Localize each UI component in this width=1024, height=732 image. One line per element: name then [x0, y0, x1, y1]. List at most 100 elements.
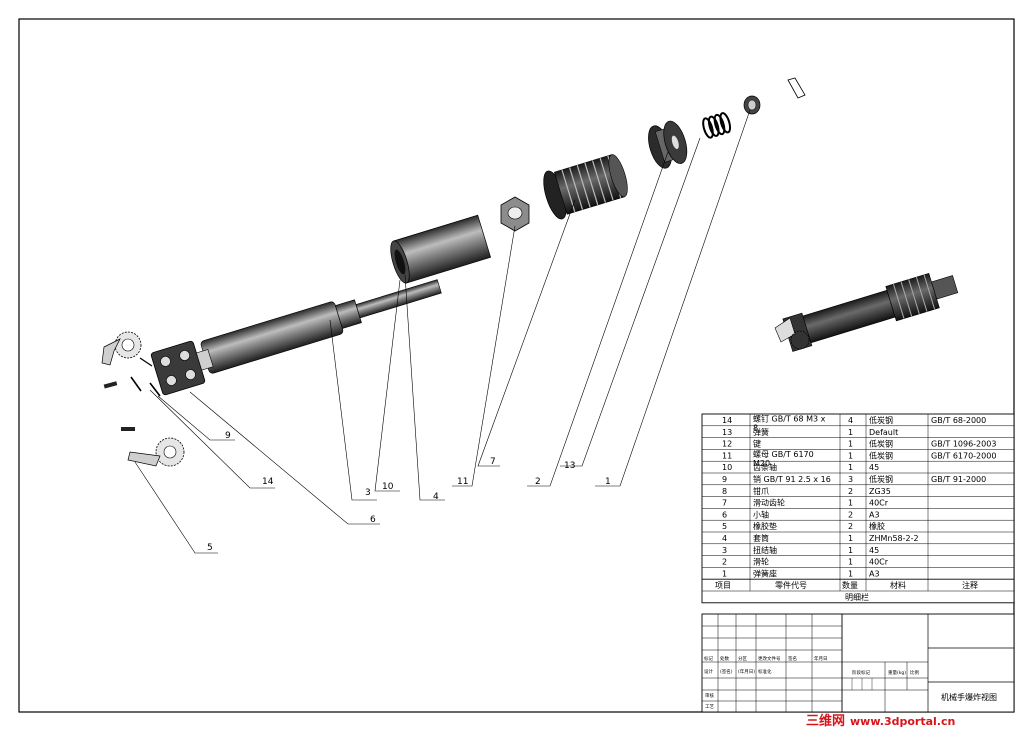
watermark: 三维网 www.3dportal.cn: [806, 713, 955, 729]
bom-cell-note: GB/T 6170-2000: [931, 451, 996, 460]
bom-cell-qty: 1: [848, 569, 853, 578]
part-spring-seat: [743, 95, 761, 115]
bom-header-item: 项目: [715, 581, 731, 590]
bom-cell-qty: 4: [848, 416, 853, 425]
bom-cell-qty: 1: [848, 428, 853, 437]
part-sleeve: [390, 214, 492, 284]
bom-cell-material: A3: [869, 510, 880, 519]
bom-cell-item: 10: [722, 463, 732, 472]
tb-design-1: (签名): [720, 668, 733, 675]
tb-scale: 比例: [910, 669, 919, 676]
part-sliding-gear: [543, 154, 628, 220]
callout-7: 7: [490, 457, 496, 467]
title-block: 标记处数分区更改文件号签名年月日设计(签名)(年月日)标准化审核工艺阶段标记重量…: [701, 613, 1015, 713]
bom-cell-item: 8: [722, 487, 727, 496]
tb-header-2: 分区: [738, 655, 747, 662]
tb-header-1: 处数: [720, 655, 729, 662]
bom-cell-material: 橡胶: [869, 521, 885, 531]
drawing-title: 机械手爆炸视图: [941, 692, 997, 702]
tb-review: 审核: [705, 692, 714, 699]
bom-cell-item: 13: [722, 428, 732, 437]
callout-10: 10: [382, 482, 394, 492]
bom-cell-material: 低炭钢: [869, 474, 893, 484]
bom-header-qty: 数量: [842, 580, 858, 590]
bom-cell-code: 螺母 GB/T 6170: [753, 449, 814, 459]
bom-cell-item: 11: [722, 451, 732, 460]
leader-lines: [134, 109, 751, 554]
bom-cell-material: 低炭钢: [869, 450, 893, 460]
bom-header-note: 注释: [962, 580, 978, 590]
bom-cell-qty: 2: [848, 487, 853, 496]
bom-cell-material: ZHMn58-2-2: [869, 534, 919, 543]
bom-cell-code: 橡胶垫: [753, 521, 777, 531]
bom-cell-code: 齿条轴: [753, 462, 777, 472]
callout-5: 5: [207, 543, 213, 553]
tb-design-2: (年月日): [738, 668, 755, 675]
bom-cell-item: 14: [722, 416, 732, 425]
callout-9: 9: [225, 431, 231, 441]
bom-cell-material: 低炭钢: [869, 439, 893, 449]
tb-header-5: 年月日: [814, 655, 828, 662]
tb-header-4: 签名: [788, 655, 797, 662]
callout-4: 4: [433, 492, 439, 502]
bom-header-code: 零件代号: [775, 580, 807, 590]
bom-cell-code: 小轴: [753, 509, 769, 519]
bom-cell-item: 4: [722, 534, 727, 543]
part-spring: [702, 112, 732, 139]
callout-3: 3: [365, 488, 371, 498]
part-pins: [103, 357, 161, 431]
bom-cell-qty: 1: [848, 546, 853, 555]
bom-cell-qty: 1: [848, 451, 853, 460]
bom-cell-item: 1: [722, 569, 727, 578]
bom-cell-material: 40Cr: [869, 499, 889, 508]
callout-14: 14: [262, 477, 274, 487]
part-pulley: [648, 120, 688, 169]
bom-cell-material: 40Cr: [869, 558, 889, 567]
bom-cell-material: 45: [869, 546, 879, 555]
bom-cell-item: 12: [722, 440, 732, 449]
part-key: [787, 77, 806, 99]
tb-weight: 重量(kg): [888, 669, 906, 676]
bom-cell-note: GB/T 68-2000: [931, 416, 986, 425]
bom-cell-code: 销 GB/T 91 2.5 x 16: [753, 474, 831, 484]
callout-1: 1: [605, 477, 611, 487]
bom-cell-note: GB/T 91-2000: [931, 475, 986, 484]
bom-cell-qty: 2: [848, 522, 853, 531]
callout-6: 6: [370, 515, 376, 525]
callout-13: 13: [564, 461, 575, 471]
watermark-url: www.3dportal.cn: [850, 715, 955, 728]
watermark-cn: 三维网: [806, 713, 845, 729]
tb-design-0: 设计: [704, 668, 713, 675]
bom-cell-qty: 1: [848, 463, 853, 472]
tb-process: 工艺: [705, 704, 714, 710]
bom-cell-qty: 1: [848, 534, 853, 543]
bom-cell-qty: 2: [848, 510, 853, 519]
part-clamp-block: [150, 340, 214, 396]
bom-cell-code: 滑动齿轮: [753, 498, 785, 508]
bom-cell-code-cont: M20: [753, 459, 770, 468]
tb-design-3: 标准化: [758, 668, 772, 675]
bom-cell-qty: 1: [848, 558, 853, 567]
bom-cell-item: 9: [722, 475, 727, 484]
bom-cell-code: 钳爪: [753, 486, 769, 496]
callout-2: 2: [535, 477, 541, 487]
bom-cell-code: 套筒: [753, 533, 769, 543]
bom-cell-note: GB/T 1096-2003: [931, 440, 996, 449]
bom-cell-code: 弹簧座: [753, 568, 777, 578]
bom-cell-material: A3: [869, 569, 880, 578]
exploded-view: [101, 77, 806, 467]
bom-cell-item: 7: [722, 499, 727, 508]
bom-cell-item: 3: [722, 546, 727, 555]
bom-cell-code: 滑轮: [753, 557, 769, 567]
tb-header-0: 标记: [704, 655, 713, 662]
bom-cell-qty: 1: [848, 440, 853, 449]
bom-cell-code: 螺钉 GB/T 68 M3 x: [753, 414, 826, 424]
bom-cell-code-cont: 8: [753, 424, 758, 433]
part-nut: [500, 196, 530, 232]
bom-cell-item: 6: [722, 510, 727, 519]
bom-caption: 明细栏: [845, 592, 869, 602]
bom-cell-material: ZG35: [869, 487, 891, 496]
tb-header-3: 更改文件号: [758, 655, 781, 662]
bom-cell-material: 低炭钢: [869, 415, 893, 425]
